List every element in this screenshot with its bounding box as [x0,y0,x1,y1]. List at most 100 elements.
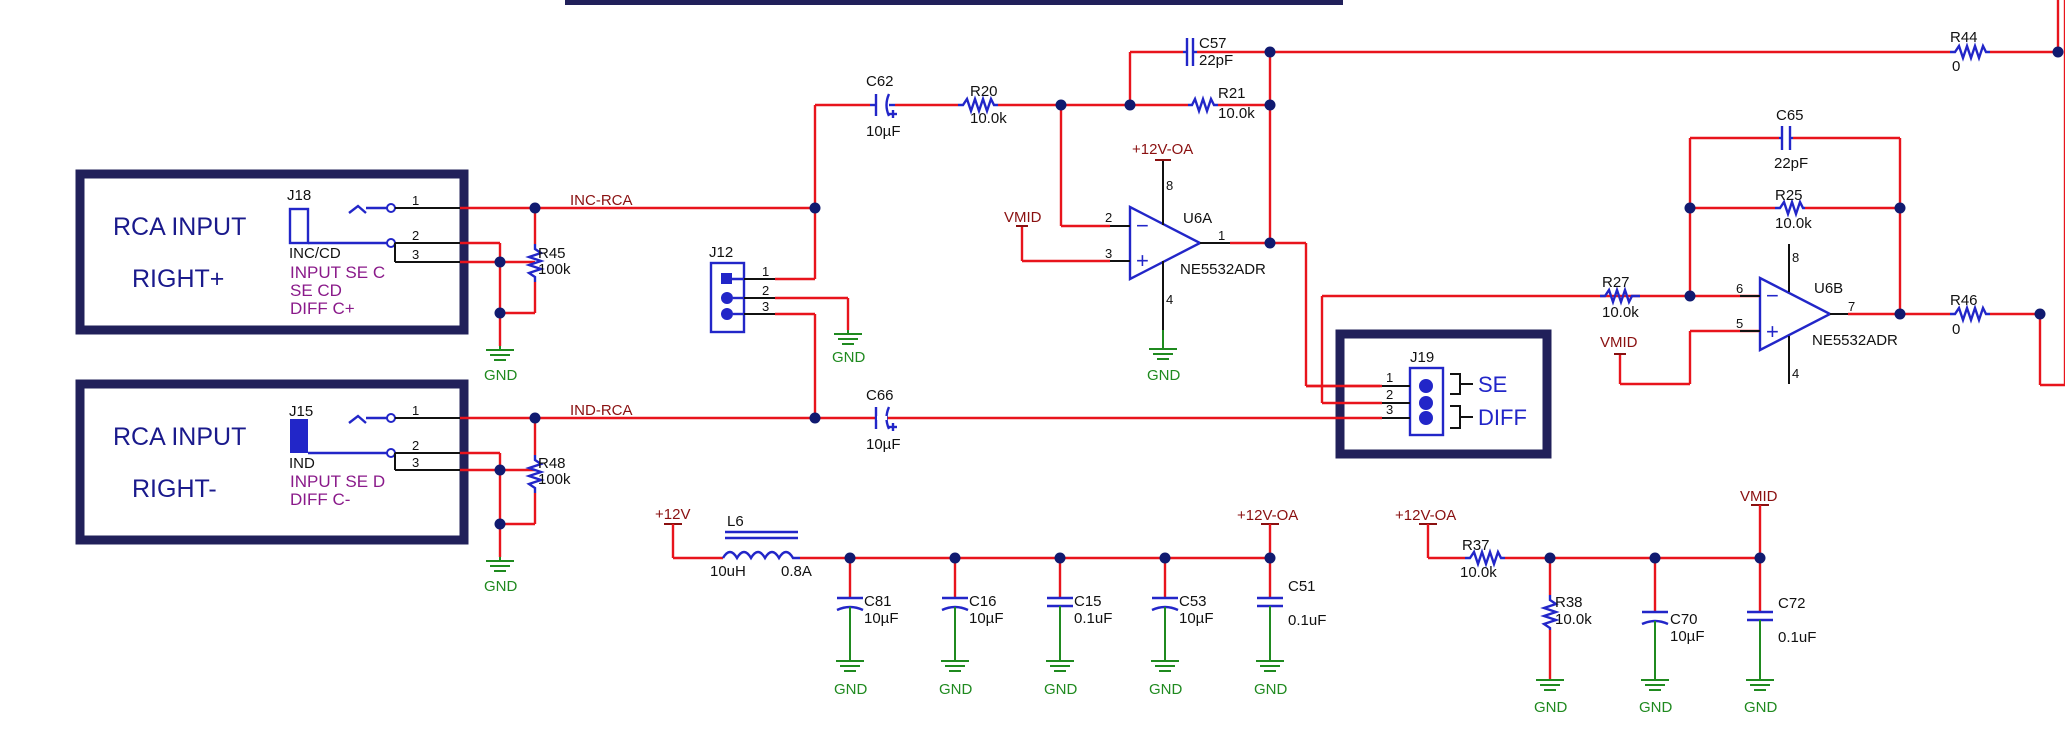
r25-resistor [1775,198,1805,218]
j18-label-input-se-c: INPUT SE C [290,263,385,282]
gnd-label-r38: GND [1534,699,1568,716]
r27-resistor [1600,286,1640,306]
r46-value: 0 [1952,321,1960,338]
c15-ref: C15 [1074,593,1102,610]
c70-ref: C70 [1670,611,1698,628]
r45-value: 100k [538,261,571,278]
c65-value: 22pF [1774,155,1808,172]
r48-value: 100k [538,471,571,488]
j18-label-inc-cd: INC/CD [289,245,341,262]
r37-resistor [1465,548,1505,568]
r20-value: 10.0k [970,110,1007,127]
gnd-label-j18: GND [484,367,518,384]
l6-value: 10uH [710,563,746,580]
j18-label-se-cd: SE CD [290,281,342,300]
gnd-label-c15: GND [1044,681,1078,698]
j12-ref: J12 [709,244,733,261]
j19-se-label: SE [1478,372,1507,397]
j18-connector [288,203,460,263]
u6a-opamp [1110,159,1230,330]
c65-ref: C65 [1776,107,1804,124]
r45-resistor [525,244,545,282]
u6a-pin-vcc: 8 [1166,178,1173,193]
c53-value: 10µF [1179,610,1214,627]
gnd-symbol-u6a [1149,330,1177,360]
j15-connector [290,413,460,471]
gnd-label-c72: GND [1744,699,1778,716]
j19-diff-label: DIFF [1478,405,1527,430]
u6a-power-label: +12V-OA [1132,141,1193,158]
u6a-pin-gnd: 4 [1166,292,1173,307]
j18-pin-1: 1 [412,193,419,208]
j12-header [709,261,775,334]
r44-resistor [1950,42,1990,62]
j18-ref: J18 [287,187,311,204]
v12-label: +12V [655,506,690,523]
r38-resistor [1540,595,1560,630]
gnd-symbols-bottom-left [836,660,1284,672]
j15-pin-1: 1 [412,403,419,418]
rca-minus-frame [75,379,469,545]
u6b-opamp [1740,244,1848,384]
c57-value: 22pF [1199,52,1233,69]
r21-value: 10.0k [1218,105,1255,122]
c70-value: 10µF [1670,628,1705,645]
gnd-label-c81: GND [834,681,868,698]
c53-ref: C53 [1179,593,1207,610]
u6b-minus-sign: − [1766,283,1779,308]
c66-value: 10µF [866,436,901,453]
u6a-part: NE5532ADR [1180,261,1266,278]
gnd-label-j15: GND [484,578,518,595]
j18-label-diff-c-plus: DIFF C+ [290,299,355,318]
r25-value: 10.0k [1775,215,1812,232]
c51-ref: C51 [1288,578,1316,595]
gnd-symbol-j15 [486,557,514,572]
j15-ref: J15 [289,403,313,420]
v12oa-label-left: +12V-OA [1237,507,1298,524]
u6b-pin-vcc: 8 [1792,250,1799,265]
rca-plus-subtitle: RIGHT+ [132,265,224,293]
net-label-inc-rca: INC-RCA [570,192,633,209]
r48-resistor [525,455,545,493]
decoupling-caps-left [836,558,1283,661]
r37-value: 10.0k [1460,564,1497,581]
c66-ref: C66 [866,387,894,404]
gnd-label-c70: GND [1639,699,1673,716]
j12-pin-3: 3 [762,299,769,314]
u6b-pin-noninv: 5 [1736,316,1743,331]
j15-pin-3: 3 [412,455,419,470]
l6-ref: L6 [727,513,744,530]
c65-capacitor [1779,126,1793,150]
r21-ref: R21 [1218,85,1246,102]
vmid-label-divider: VMID [1740,488,1778,505]
j19-pin-3: 3 [1386,402,1393,417]
c62-value: 10µF [866,123,901,140]
u6b-plus-sign: + [1766,319,1779,344]
j15-label-ind: IND [289,455,315,472]
rca-plus-title: RCA INPUT [113,213,246,241]
vmid-label-u6a: VMID [1004,209,1042,226]
rca-minus-subtitle: RIGHT- [132,475,217,503]
j18-pin-2: 2 [412,228,419,243]
u6a-plus-sign: + [1136,248,1149,273]
j15-label-diff-c-minus: DIFF C- [290,490,350,509]
input-wires [460,206,1080,557]
j19-frame [1335,329,1552,459]
c72-ref: C72 [1778,595,1806,612]
gnd-symbol-j12 [834,330,862,345]
j12-wires [775,105,850,418]
rca-plus-frame [75,169,469,335]
gnd-label-j12: GND [832,349,866,366]
r20-resistor [958,95,998,115]
r25-ref: R25 [1775,187,1803,204]
c70-c72-capacitors [1641,610,1773,680]
vmid-divider-wires [1419,504,1769,680]
j19-pin-2: 2 [1386,387,1393,402]
u6a-ref: U6A [1183,210,1212,227]
c62-capacitor [870,93,897,118]
power-left-wires [664,523,1279,560]
r46-resistor [1950,304,1990,324]
r38-value: 10.0k [1555,611,1592,628]
j12-pin-2: 2 [762,283,769,298]
